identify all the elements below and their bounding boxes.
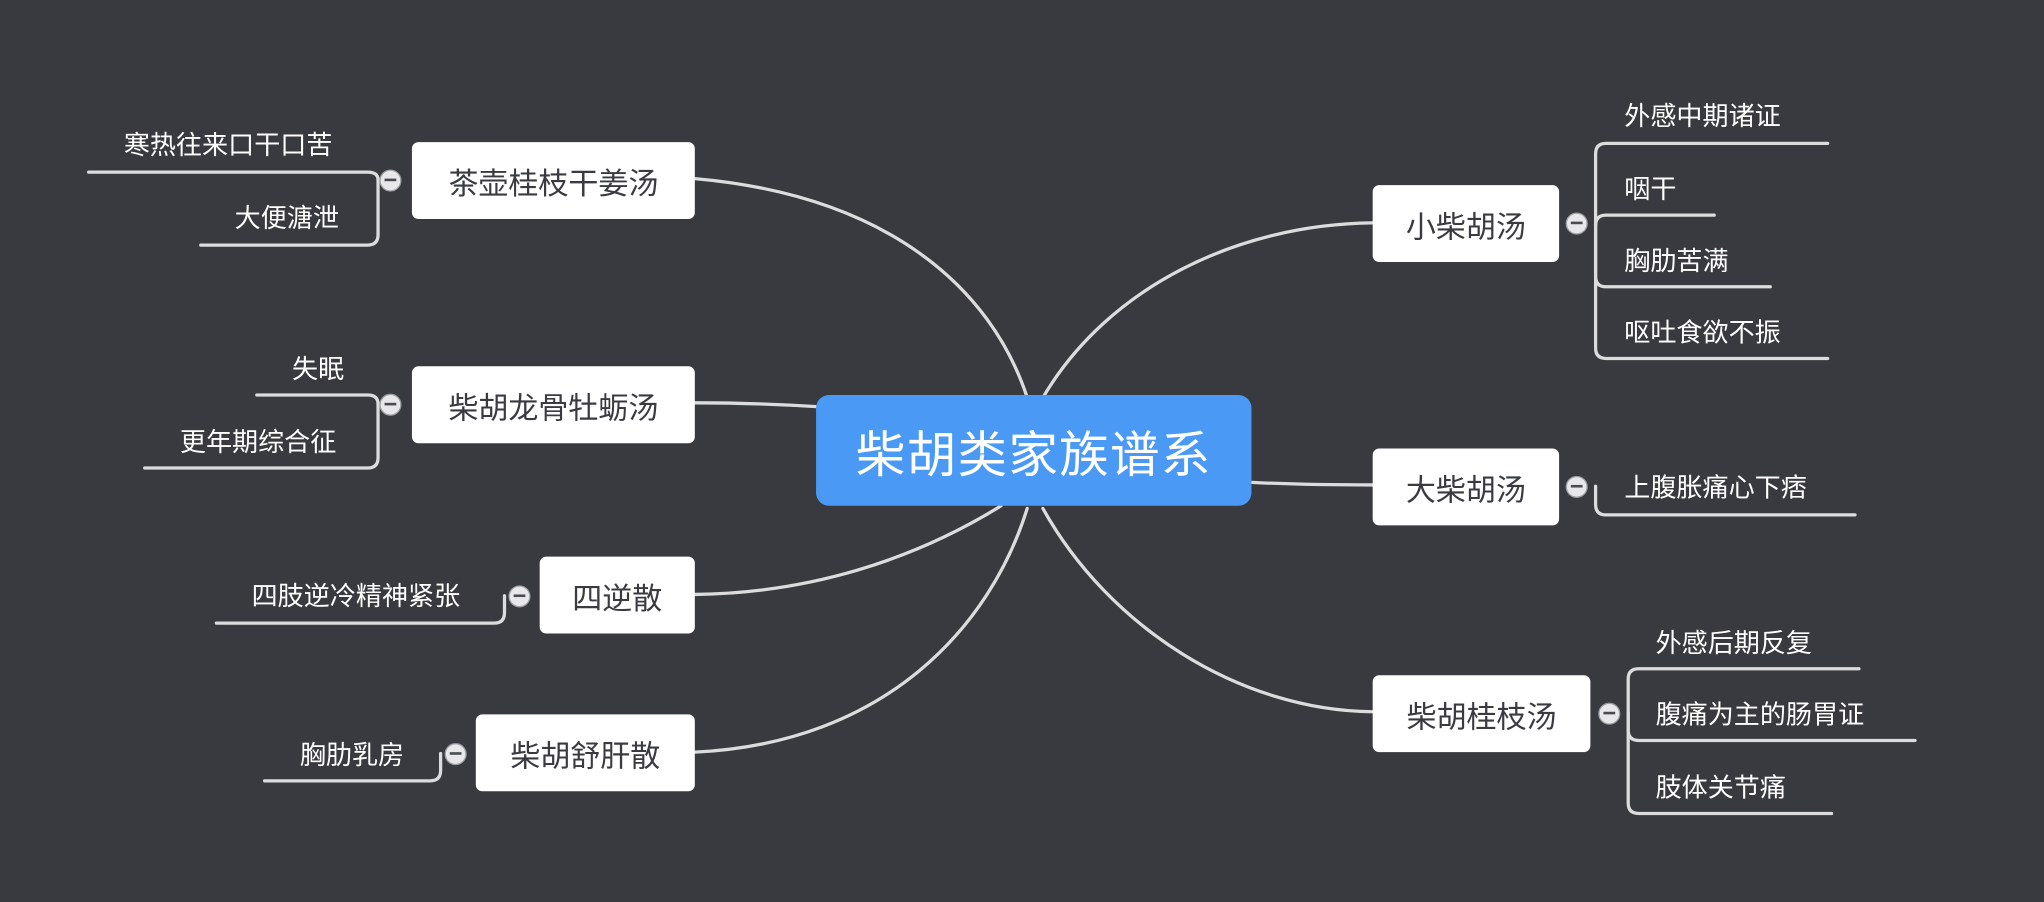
leaf-topic-3-1[interactable]: 四肢逆冷精神紧张 bbox=[251, 580, 461, 612]
leaf-topic-5-4[interactable]: 呕吐食欲不振 bbox=[1624, 316, 1781, 349]
collapse-toggle-icon[interactable] bbox=[444, 743, 467, 766]
connector-branch-7-leaf-3 bbox=[1626, 711, 1834, 816]
connector-branch-3-leaf-1 bbox=[214, 594, 507, 625]
leaf-topic-1-2[interactable]: 大便溏泄 bbox=[234, 202, 339, 234]
collapse-toggle-icon[interactable] bbox=[1598, 702, 1621, 725]
leaf-topic-5-2[interactable]: 咽干 bbox=[1624, 173, 1677, 205]
leaf-topic-2-1[interactable]: 失眠 bbox=[292, 353, 345, 385]
leaf-topic-2-2[interactable]: 更年期综合征 bbox=[179, 426, 337, 458]
leaf-topic-6-1[interactable]: 上腹胀痛心下痞 bbox=[1624, 471, 1807, 504]
leaf-topic-5-3[interactable]: 胸肋苦满 bbox=[1624, 245, 1729, 277]
connector-branch-6-leaf-1 bbox=[1593, 484, 1857, 517]
connector-root-branch-2 bbox=[693, 401, 821, 409]
connector-branch-5-leaf-1 bbox=[1593, 141, 1830, 225]
connector-branch-5-leaf-2 bbox=[1593, 213, 1716, 226]
connector-branch-1-leaf-1 bbox=[87, 170, 380, 182]
connector-branch-5-leaf-4 bbox=[1593, 221, 1830, 361]
branch-topic-3[interactable]: 四逆散 bbox=[539, 556, 695, 634]
leaf-topic-4-1[interactable]: 胸肋乳房 bbox=[299, 739, 405, 771]
connector-branch-2-leaf-2 bbox=[143, 402, 380, 470]
root-topic[interactable]: 柴胡类家族谱系 bbox=[816, 394, 1252, 506]
connector-branch-1-leaf-2 bbox=[199, 178, 380, 247]
connector-root-branch-6 bbox=[1249, 480, 1375, 487]
branch-topic-1[interactable]: 茶壶桂枝干姜汤 bbox=[411, 142, 695, 220]
connector-branch-4-leaf-1 bbox=[263, 751, 443, 783]
connector-root-branch-4 bbox=[693, 506, 1029, 754]
collapse-toggle-icon[interactable] bbox=[1565, 212, 1588, 235]
connector-root-branch-1 bbox=[693, 176, 1029, 400]
leaf-topic-7-1[interactable]: 外感后期反复 bbox=[1655, 627, 1813, 659]
leaf-topic-1-1[interactable]: 寒热往来口干口苦 bbox=[123, 129, 333, 161]
collapse-toggle-icon[interactable] bbox=[379, 169, 402, 192]
branch-topic-6[interactable]: 大柴胡汤 bbox=[1372, 448, 1560, 526]
branch-topic-4[interactable]: 柴胡舒肝散 bbox=[475, 714, 695, 792]
branch-topic-7[interactable]: 柴胡桂枝汤 bbox=[1372, 675, 1591, 753]
leaf-topic-7-3[interactable]: 肢体关节痛 bbox=[1655, 771, 1786, 804]
connector-branch-2-leaf-1 bbox=[255, 393, 380, 406]
branch-topic-5[interactable]: 小柴胡汤 bbox=[1372, 185, 1560, 263]
collapse-toggle-icon[interactable] bbox=[379, 393, 402, 416]
connector-root-branch-3 bbox=[693, 504, 1003, 597]
collapse-toggle-icon[interactable] bbox=[508, 585, 531, 608]
leaf-topic-5-1[interactable]: 外感中期诸证 bbox=[1624, 100, 1781, 132]
connector-root-branch-7 bbox=[1041, 506, 1375, 714]
branch-topic-2[interactable]: 柴胡龙骨牡蛎汤 bbox=[411, 366, 695, 444]
connector-branch-7-leaf-1 bbox=[1626, 667, 1861, 715]
leaf-topic-7-2[interactable]: 腹痛为主的肠胃证 bbox=[1655, 698, 1865, 731]
collapse-toggle-icon[interactable] bbox=[1565, 475, 1588, 498]
connector-root-branch-5 bbox=[1041, 221, 1375, 400]
